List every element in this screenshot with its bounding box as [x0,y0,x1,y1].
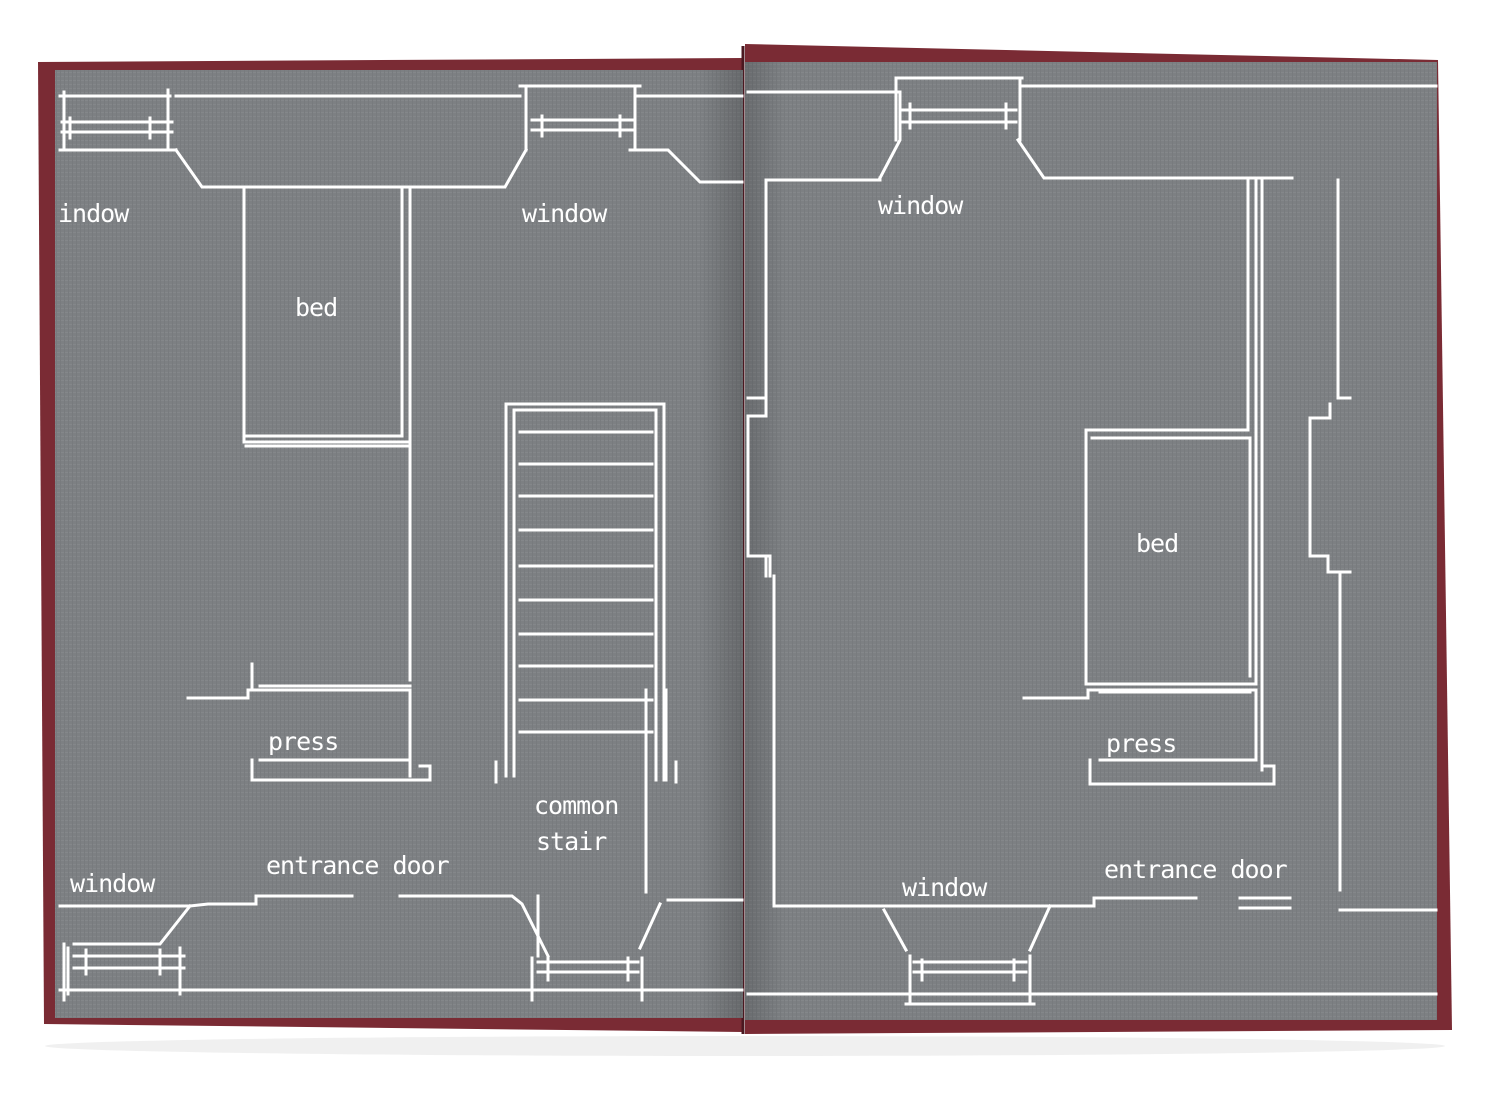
bottom-wall-left [58,894,744,1002]
label-window-bottom-left: window [70,869,156,898]
label-press-left: press [268,727,338,756]
label-window-top-right: window [878,191,964,220]
label-entrance-door-left: entrance door [266,851,450,880]
label-window-bottom-right: window [902,873,988,902]
label-bed-left: bed [295,293,337,322]
label-press-right: press [1106,729,1176,758]
window-bottom-left [66,946,186,996]
window-top-left [60,88,174,152]
right-floor-plan [746,76,1438,1006]
press-outline-left [186,444,432,782]
press-outline-right [1022,688,1276,786]
label-entrance-door-right: entrance door [1104,855,1288,884]
label-common: common [534,791,618,820]
right-paper [745,62,1437,1020]
right-left-wall [746,178,886,908]
top-wall-left [58,94,744,189]
label-bed-right: bed [1136,529,1178,558]
window-top-right [894,76,1024,142]
bed-outline-left [242,186,412,682]
bottom-wall-right [746,896,1438,996]
top-wall-right [746,84,1438,182]
stair-left [494,402,678,784]
left-endpaper: indow window bed press common stair entr… [55,70,744,1018]
right-endpaper: window bed press window entrance door [745,62,1438,1020]
right-right-wall [1308,178,1352,892]
window-bottom-right [904,954,1036,1006]
label-stair: stair [536,827,607,856]
left-paper [55,70,743,1018]
window-bottom-center [530,956,644,1002]
left-floor-plan [58,84,744,1002]
label-window-top-left: indow [58,199,130,228]
label-window-top-center: window [522,199,608,228]
bed-outline-right [1084,178,1264,772]
window-top-center [518,84,642,152]
